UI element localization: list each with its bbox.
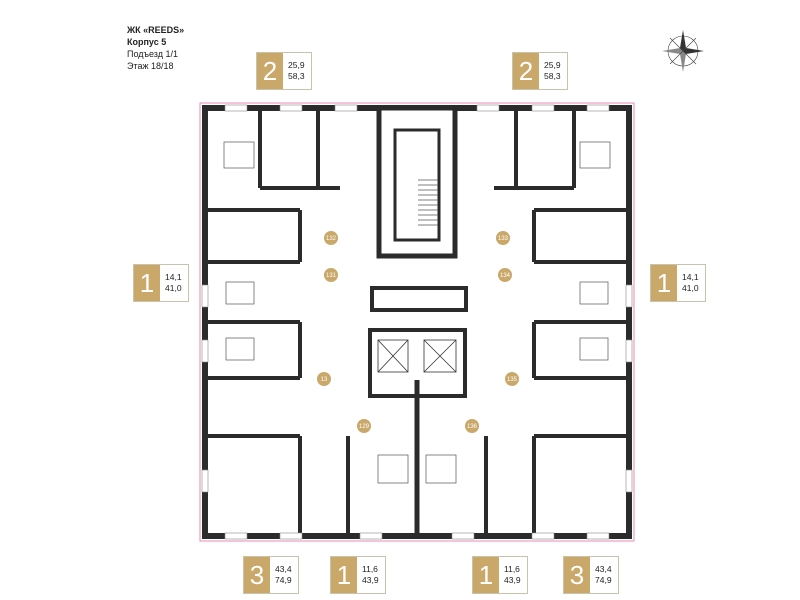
living-area: 43,4 <box>595 564 612 574</box>
total-area: 41,0 <box>682 283 699 293</box>
rooms-count: 3 <box>244 557 270 593</box>
building-info: ЖК «REEDS» Корпус 5 Подъезд 1/1 Этаж 18/… <box>127 24 184 72</box>
stair-steps <box>418 179 438 226</box>
hall-marker <box>498 268 512 282</box>
hall-marker <box>357 419 371 433</box>
rooms-count: 1 <box>134 265 160 301</box>
hall-marker <box>465 419 479 433</box>
total-area: 58,3 <box>544 71 561 81</box>
rooms-count: 1 <box>473 557 499 593</box>
living-area: 25,9 <box>288 60 305 70</box>
total-area: 58,3 <box>288 71 305 81</box>
complex-name: ЖК «REEDS» <box>127 25 185 35</box>
total-area: 43,9 <box>504 575 521 585</box>
hall-marker <box>317 372 331 386</box>
rooms-count: 2 <box>513 53 539 89</box>
hall-number: 131 <box>326 273 337 279</box>
hall-marker <box>324 268 338 282</box>
living-area: 14,1 <box>682 272 699 282</box>
hall-number: 135 <box>507 377 518 383</box>
hall-number-markers: 132 131 13 129 133 134 135 136 <box>317 231 519 433</box>
rooms-count: 3 <box>564 557 590 593</box>
living-area: 11,6 <box>362 564 378 574</box>
windows <box>201 104 633 540</box>
living-area: 14,1 <box>165 272 182 282</box>
elevator-cross <box>377 339 457 373</box>
rooms-count: 1 <box>331 557 357 593</box>
rooms-count: 1 <box>651 265 677 301</box>
total-area: 74,9 <box>595 575 612 585</box>
shaft-block <box>370 286 468 312</box>
hall-number: 136 <box>467 424 478 430</box>
living-area: 25,9 <box>544 60 561 70</box>
rooms-count: 2 <box>257 53 283 89</box>
hall-number: 129 <box>359 424 370 430</box>
hall-number: 134 <box>500 273 511 279</box>
hall-marker <box>324 231 338 245</box>
hall-marker <box>496 231 510 245</box>
hall-marker <box>505 372 519 386</box>
hall-number: 132 <box>326 236 337 242</box>
floor-label: Этаж 18/18 <box>127 61 174 71</box>
hall-number: 133 <box>498 236 509 242</box>
entrance-label: Подъезд 1/1 <box>127 49 178 59</box>
compass-rose-icon <box>662 30 704 72</box>
block-name: Корпус 5 <box>127 37 167 47</box>
hall-number: 13 <box>321 377 328 383</box>
balcony-outline <box>199 102 635 542</box>
living-area: 11,6 <box>504 564 520 574</box>
right-walls <box>484 108 629 536</box>
living-area: 43,4 <box>275 564 292 574</box>
total-area: 74,9 <box>275 575 292 585</box>
total-area: 41,0 <box>165 283 182 293</box>
furniture-beds <box>223 141 611 484</box>
total-area: 43,9 <box>362 575 379 585</box>
left-walls <box>205 108 350 536</box>
